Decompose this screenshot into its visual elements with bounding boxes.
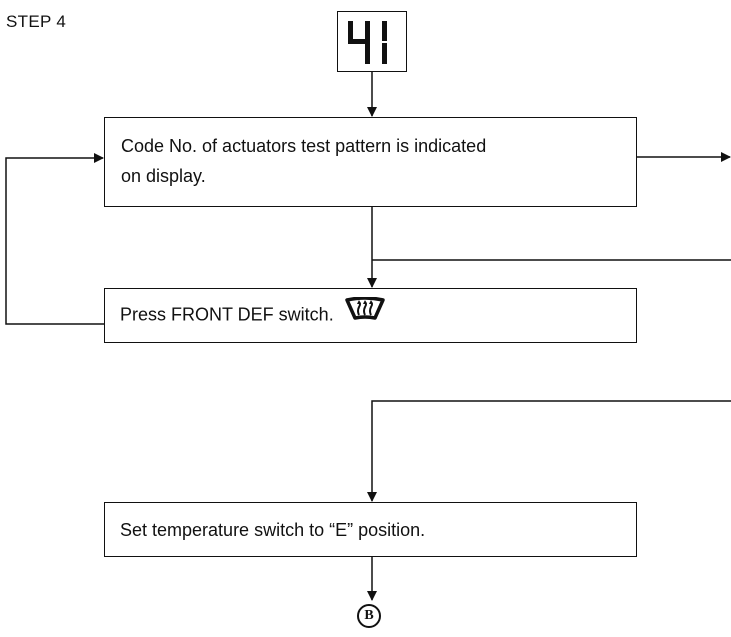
code-display: 41 xyxy=(337,11,407,72)
box-press-front-def: Press FRONT DEF switch. xyxy=(104,288,637,343)
loop-back-line xyxy=(5,153,104,325)
connector-b: B xyxy=(357,604,381,628)
step-label: STEP 4 xyxy=(6,12,67,31)
box-code-indicated: Code No. of actuators test pattern is in… xyxy=(104,117,637,207)
box1-line2: on display. xyxy=(121,166,206,186)
box3-text: Set temperature switch to “E” position. xyxy=(120,520,426,540)
front-defroster-icon xyxy=(344,296,385,330)
code-digits: 41 xyxy=(348,21,387,71)
code-display-value: 41 xyxy=(373,69,375,71)
box-set-temperature: Set temperature switch to “E” position. xyxy=(104,502,637,557)
line-right-to-box3 xyxy=(367,400,731,502)
box1-line1: Code No. of actuators test pattern is in… xyxy=(121,136,487,156)
box2-text: Press FRONT DEF switch. xyxy=(120,304,334,325)
